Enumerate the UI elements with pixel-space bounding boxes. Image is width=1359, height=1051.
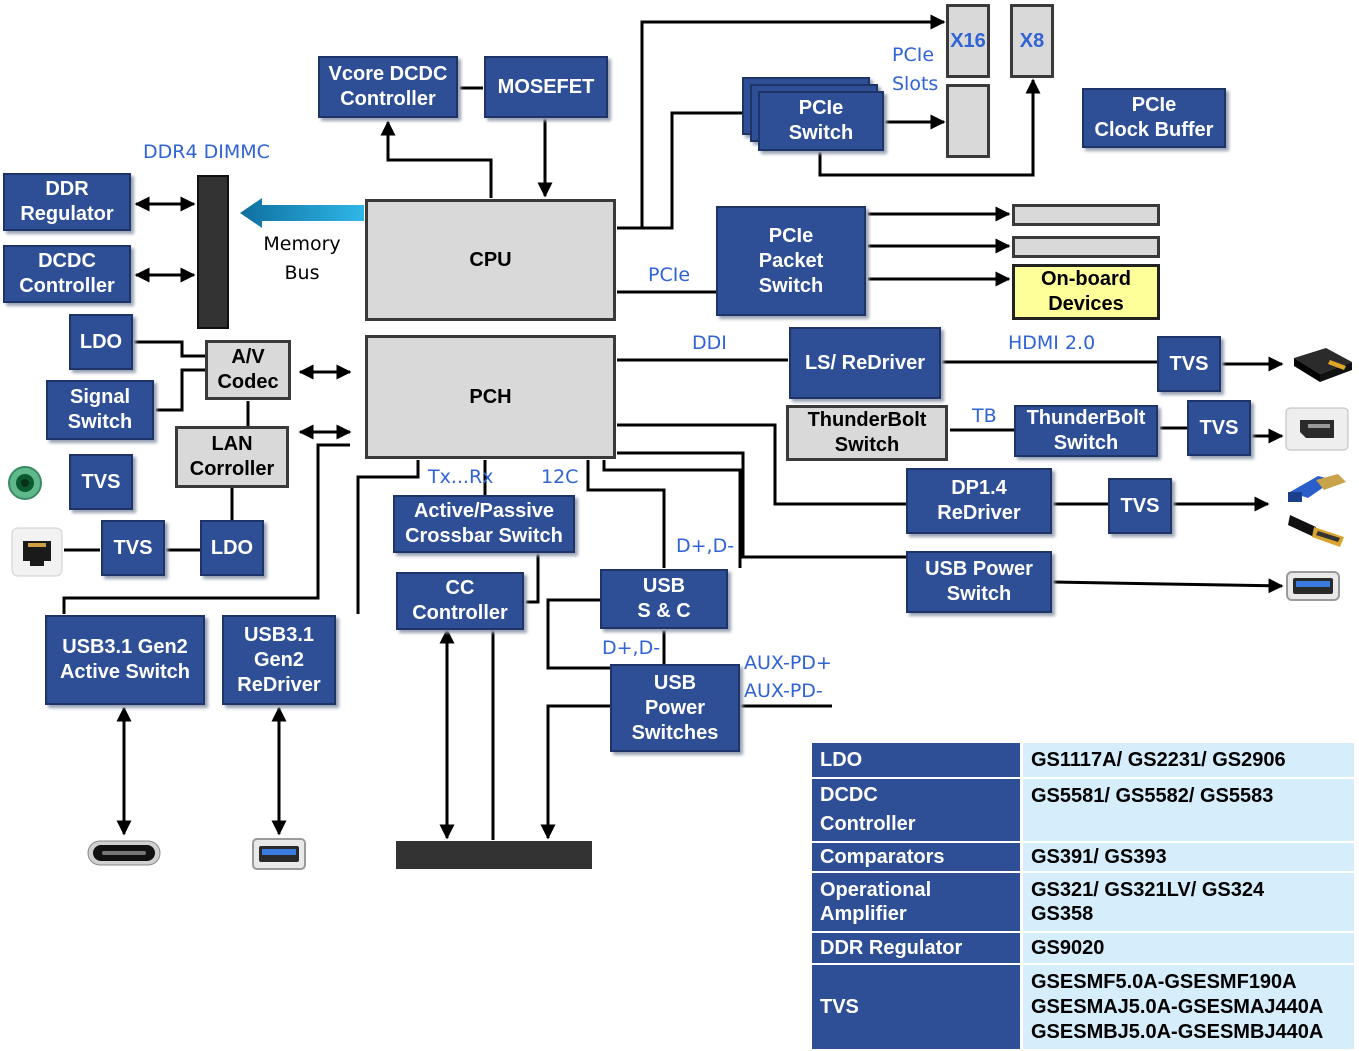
- parts-table: LDO GS1117A/ GS2231/ GS2906 DCDC Control…: [812, 741, 1354, 1051]
- label-aux-pd-minus: AUX-PD-: [744, 680, 823, 702]
- table-row: TVS GSESMF5.0A-GSESMF190A GSESMAJ5.0A-GS…: [812, 965, 1354, 1049]
- pcie-device-slot-1: [1012, 204, 1160, 226]
- usb-a-port-icon-bottom: [252, 838, 306, 870]
- label-pcie-slots: PCIe Slots: [892, 44, 939, 95]
- hdmi-plug-icon: [1294, 348, 1352, 382]
- ldo-audio: LDO: [69, 314, 133, 370]
- table-row: LDO GS1117A/ GS2231/ GS2906: [812, 743, 1354, 777]
- ls-redriver: LS/ ReDriver: [789, 327, 941, 399]
- pcie-slot-x8: X8: [1010, 4, 1054, 78]
- part-name: Comparators: [812, 843, 1023, 871]
- ldo-lan: LDO: [200, 520, 264, 576]
- part-name: DCDC Controller: [812, 779, 1023, 841]
- dp14-redriver: DP1.4 ReDriver: [906, 468, 1052, 534]
- thunderbolt-switch-blue: ThunderBolt Switch: [1014, 405, 1158, 457]
- x16-label: X16: [950, 29, 986, 52]
- thunderbolt-switch-gray: ThunderBolt Switch: [786, 405, 948, 461]
- mosfet-block: MOSEFET: [484, 56, 608, 118]
- dcdc-controller: DCDC Controller: [3, 245, 131, 303]
- label-pcie: PCIe: [648, 264, 691, 286]
- memory-bus-arrow: [240, 198, 364, 228]
- tvs-hdmi: TVS: [1157, 336, 1221, 392]
- usb-power-switches: USB Power Switches: [610, 664, 740, 752]
- label-ddr4-dimmc: DDR4 DIMMC: [143, 141, 270, 163]
- usb-power-switch: USB Power Switch: [906, 551, 1052, 613]
- pcie-clock-buffer: PCIe Clock Buffer: [1082, 88, 1226, 148]
- label-dpdm-2: D+,D-: [602, 637, 661, 659]
- part-name: DDR Regulator: [812, 933, 1023, 963]
- signal-switch: Signal Switch: [46, 380, 154, 440]
- tvs-lan: TVS: [101, 520, 165, 576]
- part-name: TVS: [812, 965, 1023, 1049]
- part-models: GSESMF5.0A-GSESMF190A GSESMAJ5.0A-GSESMA…: [1023, 965, 1354, 1049]
- mini-displayport-icon: [1285, 407, 1349, 451]
- cc-controller: CC Controller: [396, 572, 524, 630]
- usb31-gen2-redriver: USB3.1 Gen2 ReDriver: [222, 615, 336, 705]
- usb-s-and-c: USB S & C: [600, 569, 728, 629]
- label-dpdm-1: D+,D-: [676, 535, 735, 557]
- part-name: LDO: [812, 743, 1023, 777]
- tvs-audio: TVS: [69, 454, 133, 510]
- displayport-plug-icon: [1288, 515, 1344, 547]
- pcie-slot-x16: X16: [946, 4, 990, 78]
- label-memory-bus: Memory Bus: [263, 233, 341, 284]
- onboard-devices: On-board Devices: [1012, 264, 1160, 320]
- lan-controller: LAN Corroller: [175, 426, 289, 488]
- table-row: Comparators GS391/ GS393: [812, 843, 1354, 871]
- vcore-dcdc-controller: Vcore DCDC Controller: [318, 56, 458, 118]
- label-hdmi: HDMI 2.0: [1008, 332, 1096, 354]
- part-models: GS9020: [1023, 933, 1354, 963]
- label-i2c: 12C: [541, 466, 579, 488]
- crossbar-switch: Active/Passive Crossbar Switch: [393, 495, 575, 553]
- label-txrx: Tx...Rx: [428, 466, 494, 488]
- part-models: GS5581/ GS5582/ GS5583: [1023, 779, 1354, 841]
- part-models: GS321/ GS321LV/ GS324 GS358: [1023, 873, 1354, 931]
- table-row: Operational Amplifier GS321/ GS321LV/ GS…: [812, 873, 1354, 931]
- label-aux-pd-plus: AUX-PD+: [744, 652, 832, 674]
- x8-label: X8: [1019, 29, 1045, 52]
- usb-c-port-icon: [87, 840, 161, 866]
- usb-a-port-icon: [1286, 571, 1340, 601]
- table-row: DDR Regulator GS9020: [812, 933, 1354, 963]
- pcie-packet-switch: PCIe Packet Switch: [716, 206, 866, 316]
- table-row: DCDC Controller GS5581/ GS5582/ GS5583: [812, 779, 1354, 841]
- label-tb: TB: [972, 405, 997, 427]
- part-name: Operational Amplifier: [812, 873, 1023, 931]
- pcie-slot-empty: [946, 84, 990, 158]
- av-codec: A/V Codec: [205, 340, 291, 400]
- part-models: GS391/ GS393: [1023, 843, 1354, 871]
- bottom-connector-bar: [396, 841, 592, 869]
- ddr-regulator: DDR Regulator: [3, 173, 131, 231]
- pcie-switch: PCIe Switch: [758, 91, 884, 151]
- rj45-port-icon: [11, 527, 63, 577]
- pcie-device-slot-2: [1012, 236, 1160, 258]
- usb31-gen2-active-switch: USB3.1 Gen2 Active Switch: [45, 615, 205, 705]
- part-models: GS1117A/ GS2231/ GS2906: [1023, 743, 1354, 777]
- vga-connector-icon: [1288, 474, 1346, 502]
- tvs-dp: TVS: [1108, 478, 1172, 534]
- ddr4-dimm-bar: [197, 175, 229, 329]
- label-ddi: DDI: [692, 332, 727, 354]
- pch-block: PCH: [365, 335, 616, 459]
- audio-jack-icon: [8, 466, 42, 500]
- cpu-block: CPU: [365, 199, 616, 321]
- tvs-thunderbolt: TVS: [1187, 400, 1251, 456]
